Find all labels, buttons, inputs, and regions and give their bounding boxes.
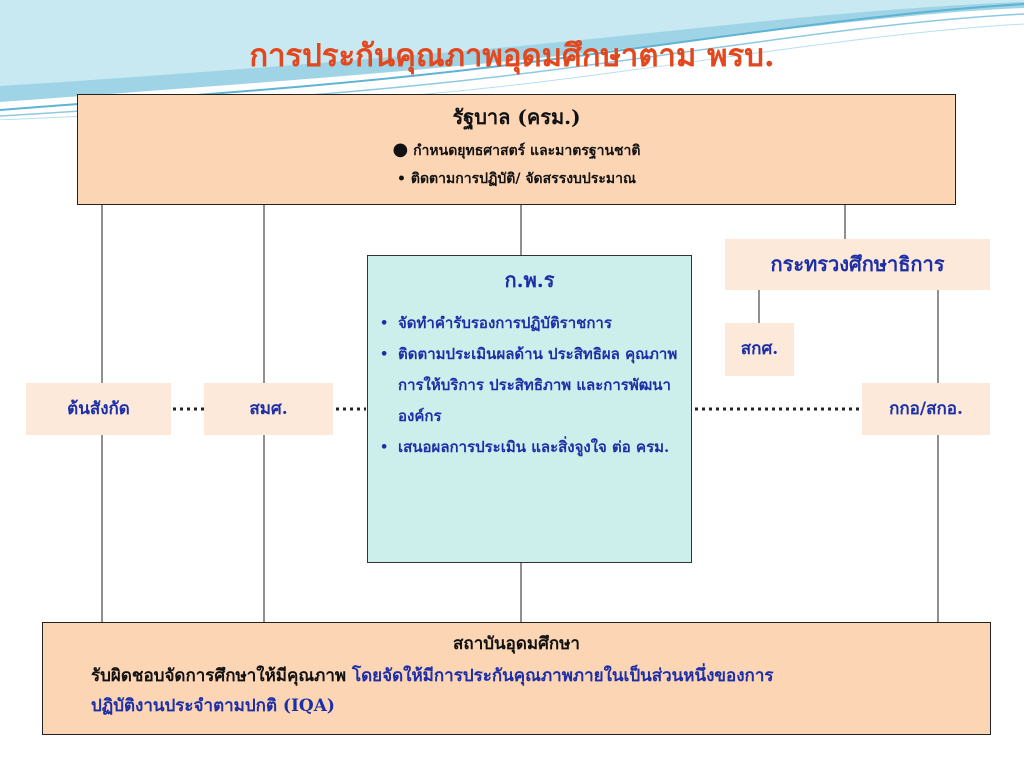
smsh-box: สมศ. [204, 383, 333, 435]
bullet-icon: ● [392, 139, 409, 160]
sks-box: สกศ. [725, 323, 794, 376]
duty-text: ติดตามการปฏิบัติ/ จัดสรรงบประมาณ [410, 171, 636, 187]
bullet-icon: • [397, 171, 406, 187]
list-item: • จัดทำคำรับรองการปฏิบัติราชการ [380, 308, 683, 339]
bullet-icon: • [380, 347, 389, 362]
kpr-box: ก.พ.ร • จัดทำคำรับรองการปฏิบัติราชการ • … [367, 255, 692, 563]
institution-text-black: รับผิดชอบจัดการศึกษาให้มีคุณภาพ [91, 666, 353, 686]
government-title: รัฐบาล (ครม.) [452, 105, 581, 129]
list-item: • ติดตามประเมินผลด้าน ประสิทธิผล คุณภาพก… [380, 339, 683, 432]
institution-title: สถาบันอุดมศึกษา [453, 634, 580, 654]
institution-text-blue-1: โดยจัดให้มีการประกันคุณภาพภายในเป็นส่วนห… [352, 666, 774, 686]
government-duty-2: • ติดตามการปฏิบัติ/ จัดสรรงบประมาณ [78, 168, 955, 190]
bullet-icon: • [380, 316, 389, 331]
page-title: การประกันคุณภาพอุดมศึกษาตาม พรบ. [249, 38, 775, 74]
government-duty-1: ● กำหนดยุทธศาสตร์ และมาตรฐานชาติ [78, 139, 955, 162]
list-item-text: ติดตามประเมินผลด้าน ประสิทธิผล คุณภาพการ… [398, 345, 678, 425]
institution-description: รับผิดชอบจัดการศึกษาให้มีคุณภาพ โดยจัดให… [91, 661, 966, 721]
kpr-duty-list: • จัดทำคำรับรองการปฏิบัติราชการ • ติดตาม… [368, 308, 691, 463]
institution-box: สถาบันอุดมศึกษา รับผิดชอบจัดการศึกษาให้ม… [42, 622, 991, 735]
list-item-text: จัดทำคำรับรองการปฏิบัติราชการ [398, 314, 612, 332]
kkor-box: กกอ/สกอ. [862, 383, 990, 435]
ton-sangkat-box: ต้นสังกัด [26, 383, 171, 435]
government-box: รัฐบาล (ครม.) ● กำหนดยุทธศาสตร์ และมาตรฐ… [77, 94, 956, 205]
kpr-title: ก.พ.ร [504, 268, 555, 292]
institution-text-blue-2: ปฏิบัติงานประจำตามปกติ (IQA) [91, 696, 335, 716]
ministry-box: กระทรวงศึกษาธิการ [725, 239, 990, 290]
bullet-icon: • [380, 440, 389, 455]
list-item-text: เสนอผลการประเมิน และสิ่งจูงใจ ต่อ ครม. [398, 438, 670, 456]
duty-text: กำหนดยุทธศาสตร์ และมาตรฐานชาติ [413, 143, 641, 159]
list-item: • เสนอผลการประเมิน และสิ่งจูงใจ ต่อ ครม. [380, 432, 683, 463]
